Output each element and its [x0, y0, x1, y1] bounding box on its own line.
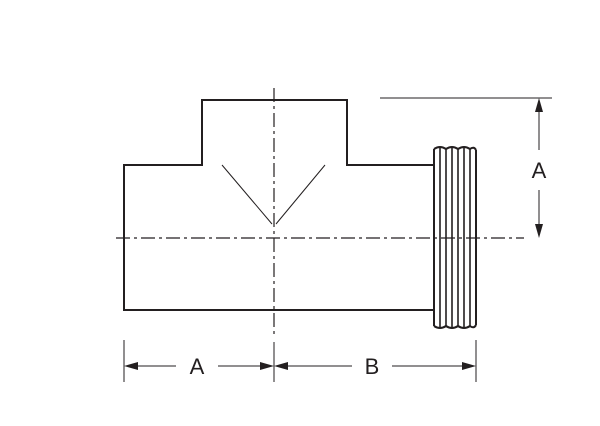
- dimension-b-horizontal: B: [274, 354, 476, 379]
- dimension-label-b-horizontal: B: [365, 354, 380, 379]
- dimension-a-vertical: A: [532, 98, 547, 238]
- tee-body-outline: [123, 99, 435, 311]
- dimension-label-a-vertical: A: [532, 158, 547, 183]
- flow-line-left: [221, 164, 273, 225]
- flow-line-right: [275, 164, 326, 225]
- dimension-a-horizontal: A: [124, 354, 274, 379]
- dimension-label-a-horizontal: A: [190, 354, 205, 379]
